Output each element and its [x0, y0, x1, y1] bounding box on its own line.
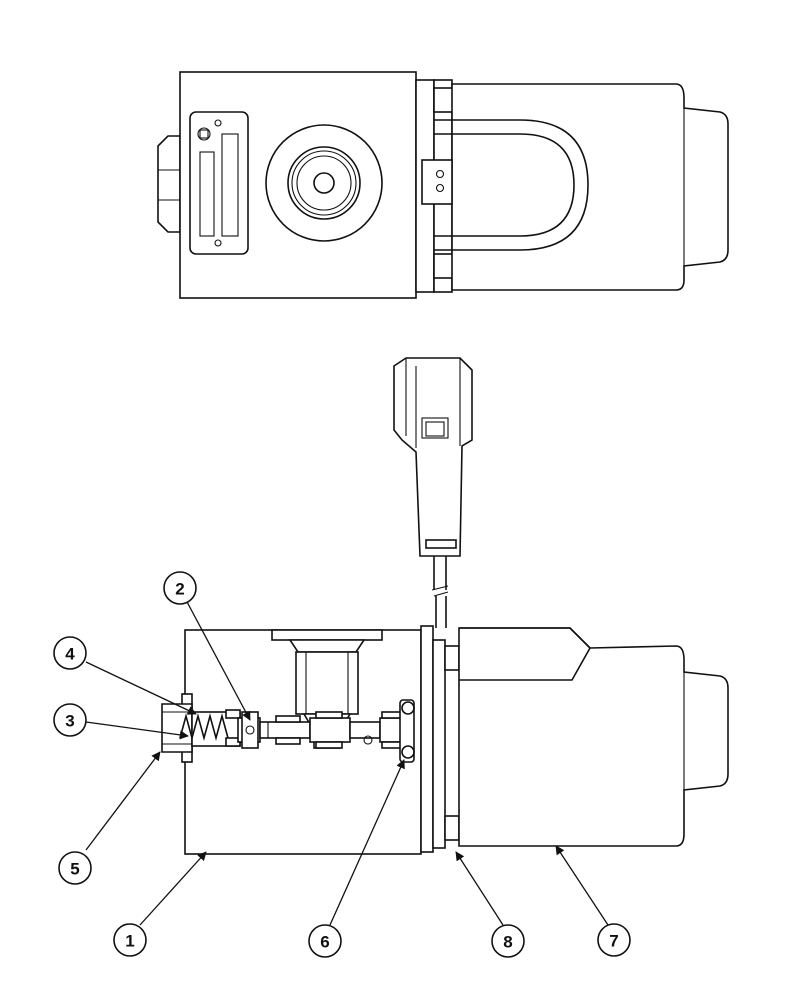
side-spring [179, 712, 229, 742]
callout-3: 3 [53, 703, 87, 737]
callout-4-label: 4 [65, 645, 75, 664]
top-solenoid-coil [421, 83, 729, 291]
callout-7: 7 [597, 923, 631, 957]
top-view [157, 71, 729, 299]
callout-2: 2 [163, 571, 197, 605]
top-port [265, 124, 383, 242]
callout-5-label: 5 [70, 860, 79, 879]
side-flange [420, 625, 460, 853]
callout-8: 8 [491, 924, 525, 958]
side-solenoid-coil [458, 627, 729, 847]
connector-plug [393, 357, 473, 628]
side-seal [225, 709, 241, 719]
side-o-ring [399, 699, 415, 763]
callout-2-label: 2 [175, 580, 184, 599]
leader-lines [85, 599, 609, 926]
callout-4: 4 [53, 636, 87, 670]
callout-1-label: 1 [125, 932, 134, 951]
callout-3-label: 3 [65, 712, 74, 731]
callout-7-label: 7 [609, 932, 618, 951]
callout-1: 1 [113, 923, 147, 957]
callout-6-label: 6 [320, 933, 329, 952]
top-connector-plate [189, 111, 249, 255]
top-hex-nut [157, 135, 181, 233]
side-view [161, 625, 729, 855]
callout-5: 5 [58, 851, 92, 885]
callout-6: 6 [308, 924, 342, 958]
callout-8-label: 8 [503, 933, 512, 952]
